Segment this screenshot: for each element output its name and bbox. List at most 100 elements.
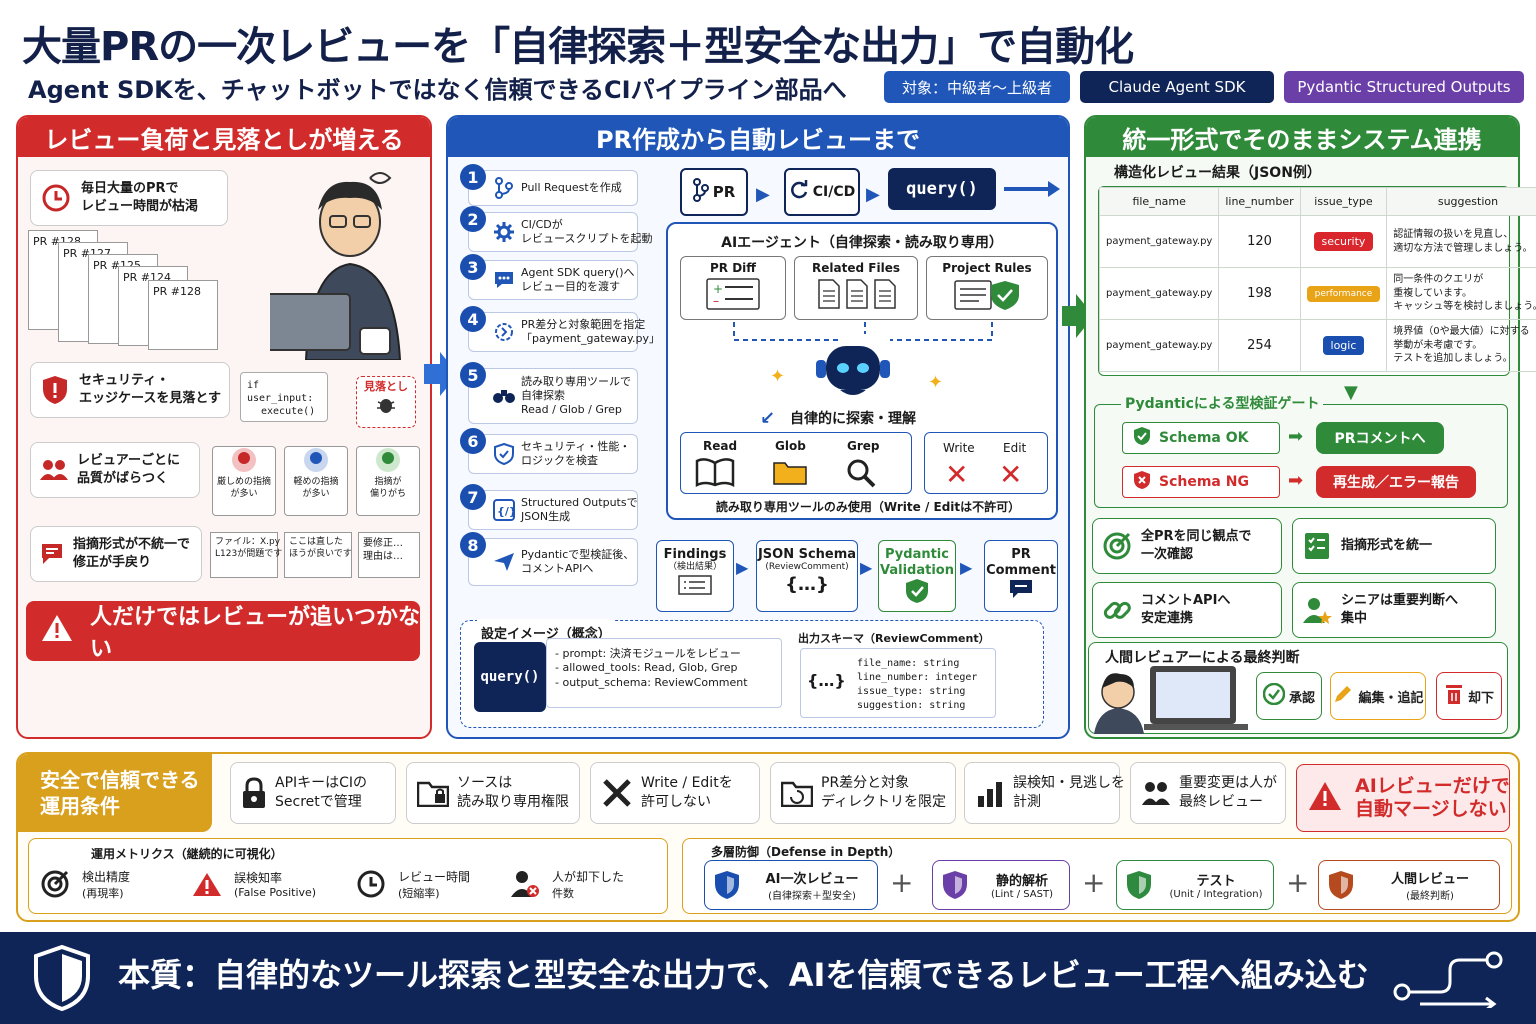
target-icon [1093,531,1141,561]
condition-4: PR差分と対象 ディレクトリを限定 [770,762,956,824]
clock-icon [31,183,81,213]
gear-icon [491,221,517,243]
pipeline-json-schema: JSON Schema (ReviewComment) {…} [756,540,858,612]
no-auto-merge: AIレビューだけで 自動マージしない [1296,764,1510,832]
note-2: ここは直した ほうが良いです [284,532,352,578]
column-header-line-number: line_number [1218,187,1301,216]
missed-bug: 見落とし [356,376,416,428]
flow-pr-node: PR [680,168,748,216]
pipeline-pr-comment: PR Comment [984,540,1058,612]
chat-icon [491,270,517,290]
metric-2: 誤検知率(False Positive) [192,862,316,906]
comment-icon [31,542,73,566]
reject-button[interactable]: 却下 [1436,672,1502,720]
forbidden-tools-box: Write ✕ Edit ✕ [924,432,1048,494]
robot-icon [812,340,894,406]
folder-icon [773,459,807,489]
curved-arrow-icon: ↙ [760,408,776,429]
validation-gate: Pydanticによる型検証ゲート [1094,393,1508,508]
human-reviewer-illustration [1090,664,1250,738]
reviewer-bubble-light: 軽めの指摘 が多い [284,446,348,516]
column-header-file-name: file_name [1098,187,1220,216]
search-icon [845,457,877,493]
reviewer-avatar-icon [357,447,419,477]
git-branch-icon [692,178,709,206]
benefit-same-view: 全PRを同じ観点で 一次確認 [1092,518,1282,574]
source-project-rules: Project Rules [926,256,1048,320]
user-reject-icon [510,869,540,899]
folder-lock-icon [417,779,449,807]
source-pr-diff: PR Diff +– [680,256,786,320]
arrow-right-icon [1062,294,1094,342]
workflow-step-3: Agent SDK query()へ レビュー目的を渡す 3 [460,254,638,304]
shield-icon [713,869,741,901]
svg-text:+: + [713,282,723,296]
workflow-step-8: Pydanticで型検証後、 コメントAPIへ 8 [460,532,638,590]
lock-icon [241,777,267,809]
x-circle-icon [1133,470,1151,494]
schema-box: {…} file_name: string line_number: integ… [800,648,996,718]
schema-ok: Schema OK [1122,422,1280,454]
defense-layer-4: 人間レビュー(最終判断) [1318,860,1500,910]
workflow-step-6: セキュリティ・性能・ ロジックを検査 6 [460,428,638,478]
tag-audience: 対象：中級者〜上級者 [884,71,1070,103]
code-snippet: if user_input: execute() [240,372,328,422]
arrow-icon: ➡ [1288,470,1304,491]
users-icon [31,458,77,482]
edit-button[interactable]: 編集・追記 [1330,672,1426,720]
git-branch-icon [491,177,517,199]
reviewer-bubble-biased: 指摘が 偏りがち [356,446,420,516]
step-number: 5 [460,362,486,388]
reviewer-avatar-icon [213,447,275,477]
tag-agent-sdk: Claude Agent SDK [1080,71,1274,103]
arrow-icon: ▶ [960,558,973,577]
braces-icon: {…} [785,573,829,595]
schema-title: 出力スキーマ（ReviewComment） [798,632,990,645]
page-subtitle: Agent SDKを、チャットボットではなく信頼できるCIパイプライン部品へ [28,76,847,104]
problem-time: 毎日大量のPRで レビュー時間が枯渇 [30,170,228,226]
table-title: 構造化レビュー結果（JSON例） [1114,165,1321,181]
checklist-icon [1293,531,1341,561]
approve-button[interactable]: 承認 [1256,672,1322,720]
shield-check-icon [491,443,517,465]
arrow-icon [1004,180,1060,202]
check-circle-icon [1262,682,1286,709]
shield-icon [1327,869,1355,901]
metrics-box: 運用メトリクス（継続的に可視化） [28,838,668,914]
arrow-icon: ▶ [860,558,873,577]
issue-type-badge: performance [1306,285,1381,302]
arrow-icon: ▶ [736,558,749,577]
issue-type-badge: logic [1322,336,1365,355]
close-icon: ✕ [945,458,969,491]
arrow-icon: ➡ [1288,426,1304,447]
condition-1: APIキーはCIの Secretで管理 [230,762,396,824]
files-icon [795,277,917,315]
condition-5: 誤検知・見逃しを 計測 [964,762,1125,824]
link-icon [1093,595,1141,625]
benefit-unified-format: 指摘形式を統一 [1292,518,1496,574]
allowed-tools-box: Read Glob Grep [680,432,912,494]
issue-type-badge: security [1313,232,1374,251]
workflow-step-7: {/} Structured Outputsで JSON生成 7 [460,484,638,534]
sparkle-icon: ✦ [928,372,944,393]
flow-query-node: query() [888,168,996,210]
svg-text:–: – [713,294,719,308]
alert-banner: 人だけではレビューが追いつかない [26,601,420,662]
pr-comment-action: PRコメントへ [1316,422,1444,454]
shield-alert-icon [31,374,79,406]
defense-layer-3: テスト(Unit / Integration) [1116,860,1274,910]
sparkle-icon: ✦ [770,366,786,387]
condition-2: ソースは 読み取り専用権限 [406,762,580,824]
benefit-senior-focus: シニアは重要判断へ 集中 [1292,582,1496,638]
schema-ng: Schema NG [1122,466,1280,498]
arrow-icon: ▶ [756,184,770,205]
comment-icon [985,578,1057,604]
condition-3: Write / Editを 許可しない [590,762,760,824]
footer-message: 本質：自律的なツール探索と型安全な出力で、AIを信頼できるレビュー工程へ組み込む [118,956,1369,994]
defense-layer-1: AI一次レビュー(自律探索＋型安全) [704,860,878,910]
arrow-right-icon [424,352,458,400]
note-1: ファイル：X.py L123が問題です [210,532,282,578]
table-row: payment_gateway.py 254 logic 境界値（0や最大値）に… [1098,319,1536,372]
note-3: 要修正… 理由は… [358,532,420,578]
condition-6: 重要変更は人が 最終レビュー [1130,762,1286,824]
